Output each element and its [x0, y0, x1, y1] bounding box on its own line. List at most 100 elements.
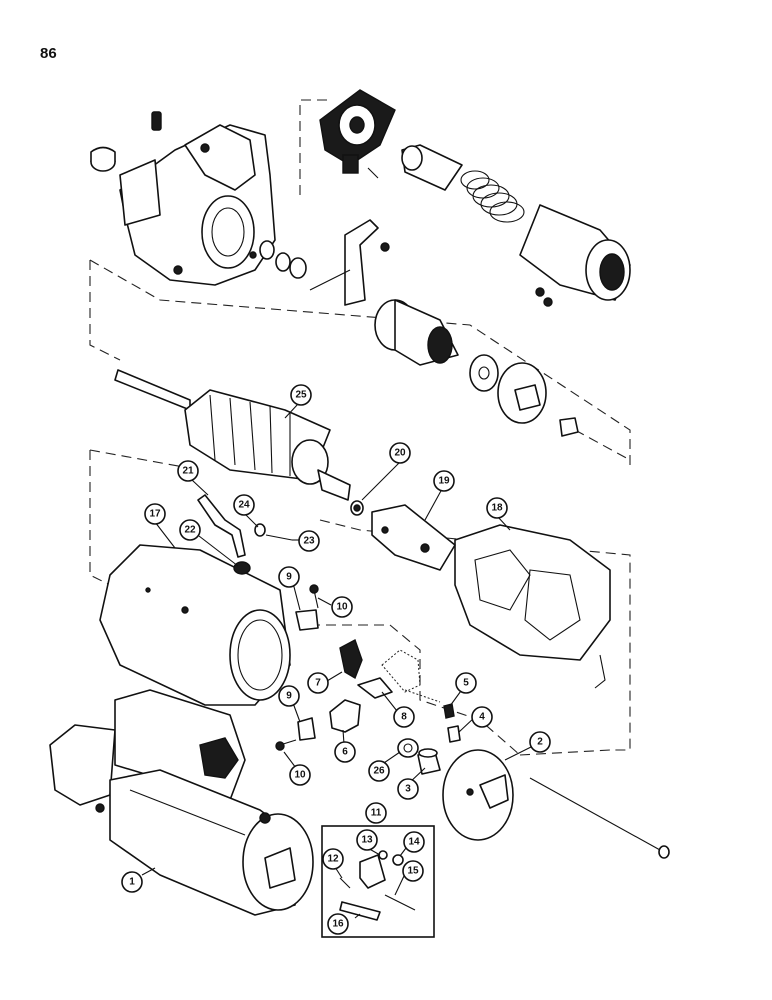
- callout-1: 1: [121, 871, 143, 893]
- callout-2: 2: [529, 731, 551, 753]
- svg-text:22: 22: [184, 525, 196, 536]
- plunger: [401, 144, 463, 191]
- kit-nut-13: [378, 850, 388, 860]
- pin-4: [447, 725, 461, 743]
- spring-plate-6: [329, 699, 361, 733]
- drive-housing: [119, 124, 276, 286]
- svg-text:20: 20: [394, 448, 406, 459]
- hardware-kit-box: [321, 825, 435, 938]
- callout-14: 14: [403, 831, 425, 853]
- brush-holder-9-lower: [297, 717, 316, 741]
- callout-21: 21: [177, 460, 199, 482]
- solenoid-gasket-plate: [319, 89, 396, 179]
- bushing-3: [417, 748, 441, 775]
- svg-text:18: 18: [491, 503, 503, 514]
- return-spring: [460, 170, 525, 223]
- brush-holder-9-upper: [295, 609, 319, 631]
- thrust-washer: [469, 354, 499, 392]
- svg-text:16: 16: [332, 919, 344, 930]
- callout-22: 22: [179, 519, 201, 541]
- callout-13: 13: [356, 829, 378, 851]
- callout-12: 12: [322, 848, 344, 870]
- callout-23: 23: [298, 530, 320, 552]
- callout-5: 5: [455, 672, 477, 694]
- plug-screw: [151, 111, 162, 131]
- callout-4: 4: [471, 706, 493, 728]
- callout-11: 11: [365, 802, 387, 824]
- kit-strap-16: [339, 901, 381, 921]
- brush-7: [339, 638, 363, 680]
- svg-text:17: 17: [149, 509, 161, 520]
- svg-text:10: 10: [336, 602, 348, 613]
- kit-bracket: [359, 854, 386, 889]
- spring-5: [443, 703, 455, 719]
- bushing: [90, 146, 116, 172]
- commutator-end-frame: [442, 749, 514, 841]
- kit-bolt-15: [384, 894, 416, 911]
- callout-9-lower: 9: [278, 685, 300, 707]
- screw-10-upper: [309, 584, 319, 609]
- svg-text:4: 4: [479, 712, 485, 723]
- washer-26: [397, 738, 419, 758]
- callout-10-upper: 10: [331, 596, 353, 618]
- svg-text:8: 8: [401, 712, 407, 723]
- washers-small: [259, 240, 307, 279]
- svg-text:10: 10: [294, 770, 306, 781]
- grommet-22: [233, 561, 251, 575]
- field-frame: [99, 544, 291, 706]
- svg-text:1: 1: [129, 877, 135, 888]
- shift-lever: [309, 219, 390, 306]
- bearing-sleeve: [559, 417, 579, 437]
- svg-text:7: 7: [315, 678, 321, 689]
- svg-text:9: 9: [286, 572, 292, 583]
- field-coil: [454, 524, 611, 689]
- pole-shoe: [371, 504, 456, 571]
- svg-text:11: 11: [371, 808, 382, 819]
- svg-text:3: 3: [405, 784, 411, 795]
- svg-text:14: 14: [408, 837, 420, 848]
- assembly-outline-upper: [89, 99, 631, 470]
- kit-screw-12: [339, 877, 351, 889]
- dotted-brush-ghost: [381, 649, 441, 703]
- screw-23: [265, 534, 293, 541]
- drive-end-cup: [497, 362, 547, 424]
- solenoid: [519, 204, 631, 307]
- complete-starter-motor: [49, 689, 314, 916]
- callout-26: 26: [368, 760, 390, 782]
- callout-10-lower: 10: [289, 764, 311, 786]
- callout-19: 19: [433, 470, 455, 492]
- callout-9-upper: 9: [278, 566, 300, 588]
- svg-text:24: 24: [238, 500, 250, 511]
- callout-20: 20: [389, 442, 411, 464]
- brush-lead-21: [197, 494, 246, 558]
- callout-25: 25: [290, 384, 312, 406]
- callout-3: 3: [397, 778, 419, 800]
- callout-24: 24: [233, 494, 255, 516]
- drive-pinion: [374, 299, 459, 366]
- through-bolt: [529, 777, 670, 859]
- svg-text:13: 13: [361, 835, 373, 846]
- brush-spring-8: [357, 677, 393, 699]
- svg-text:23: 23: [303, 536, 315, 547]
- callout-15: 15: [402, 860, 424, 882]
- svg-text:2: 2: [537, 737, 543, 748]
- svg-text:25: 25: [295, 390, 307, 401]
- svg-text:21: 21: [182, 466, 194, 477]
- callout-6: 6: [334, 741, 356, 763]
- callout-18: 18: [486, 497, 508, 519]
- screw-10-lower: [275, 739, 297, 751]
- armature: [114, 369, 351, 501]
- svg-text:15: 15: [407, 866, 419, 877]
- screw-20: [350, 500, 364, 516]
- kit-nut-14: [392, 854, 404, 866]
- callout-8: 8: [393, 706, 415, 728]
- callout-7: 7: [307, 672, 329, 694]
- page-number: 86: [40, 45, 57, 62]
- callout-17: 17: [144, 503, 166, 525]
- svg-text:6: 6: [342, 747, 348, 758]
- svg-text:26: 26: [373, 766, 385, 777]
- svg-text:12: 12: [327, 854, 339, 865]
- svg-text:19: 19: [438, 476, 450, 487]
- svg-text:5: 5: [463, 678, 469, 689]
